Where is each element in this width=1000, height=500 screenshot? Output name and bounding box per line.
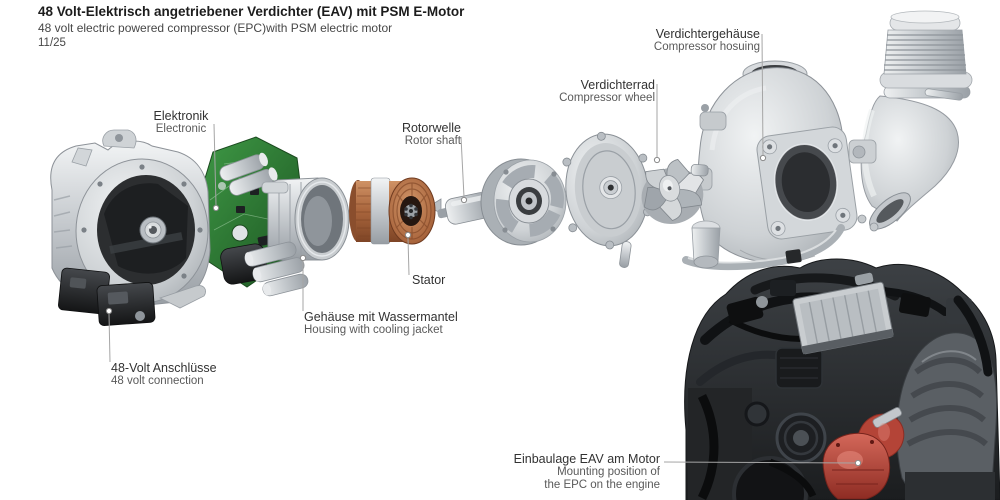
callout-label-de: Verdichtergehäuse: [655, 27, 760, 41]
slide-header: 48 Volt-Elektrisch angetriebener Verdich…: [38, 2, 464, 50]
stator-part: [349, 177, 436, 245]
callout-label-de: Einbaulage EAV am Motor: [513, 452, 660, 466]
callout-elektronik: Elektronik Electronic: [145, 109, 217, 136]
compressor-housing-part: [682, 60, 858, 271]
callout-label-en: Rotor shaft: [404, 135, 461, 147]
48v-connector-block: [58, 267, 156, 326]
callout-label-en: 48 volt connection: [111, 375, 204, 387]
callout-gehaeuse-mit-wassermantel: Gehäuse mit Wassermantel Housing with co…: [304, 310, 479, 337]
callout-label-en-line2: the EPC on the engine: [544, 479, 660, 491]
callout-verdichterrad: Verdichterrad Compressor wheel: [545, 78, 655, 105]
seal-plate-disc: [562, 131, 652, 268]
epc-highlight-red: [822, 407, 905, 500]
callout-stator: Stator: [412, 273, 472, 287]
callout-rotorwelle: Rotorwelle Rotor shaft: [393, 121, 461, 148]
engine-photo: [684, 258, 1000, 500]
air-duct-pipe: [848, 10, 973, 232]
callout-label-de: Rotorwelle: [401, 121, 461, 135]
leader-lines: [108, 33, 856, 464]
callout-label-de: Verdichterrad: [580, 78, 655, 92]
callout-label-de: 48-Volt Anschlüsse: [111, 361, 217, 375]
callout-label-de: Gehäuse mit Wassermantel: [304, 310, 458, 324]
callout-einbaulage: Einbaulage EAV am Motor Mounting positio…: [478, 452, 660, 492]
motor-housing-part: [50, 129, 211, 326]
callout-label-en: Compressor hosuing: [653, 41, 760, 53]
compressor-wheel-part: [641, 158, 709, 225]
cooling-jacket-sleeve: [261, 177, 350, 261]
callout-48v-anschluesse: 48-Volt Anschlüsse 48 volt connection: [111, 361, 251, 388]
slide-title-en: 48 volt electric powered compressor (EPC…: [38, 21, 393, 35]
callout-label-de: Elektronik: [153, 109, 209, 123]
page-number: 11/25: [38, 37, 66, 49]
callout-label-en: Electronic: [155, 123, 207, 135]
callout-label-en-line1: Mounting position of: [557, 466, 660, 478]
bearing-housing-disc: [480, 158, 567, 246]
capacitors-top: [219, 152, 278, 196]
callout-label-en: Compressor wheel: [559, 92, 655, 104]
leader-dots: [105, 154, 862, 467]
callout-verdichtergehaeuse: Verdichtergehäuse Compressor hosuing: [638, 27, 760, 54]
capacitors-bottom: [244, 241, 309, 297]
slide-title-de: 48 Volt-Elektrisch angetriebener Verdich…: [38, 4, 465, 19]
intercooler: [792, 281, 894, 355]
callout-label-de: Stator: [412, 273, 446, 287]
callout-label-en: Housing with cooling jacket: [304, 324, 443, 336]
